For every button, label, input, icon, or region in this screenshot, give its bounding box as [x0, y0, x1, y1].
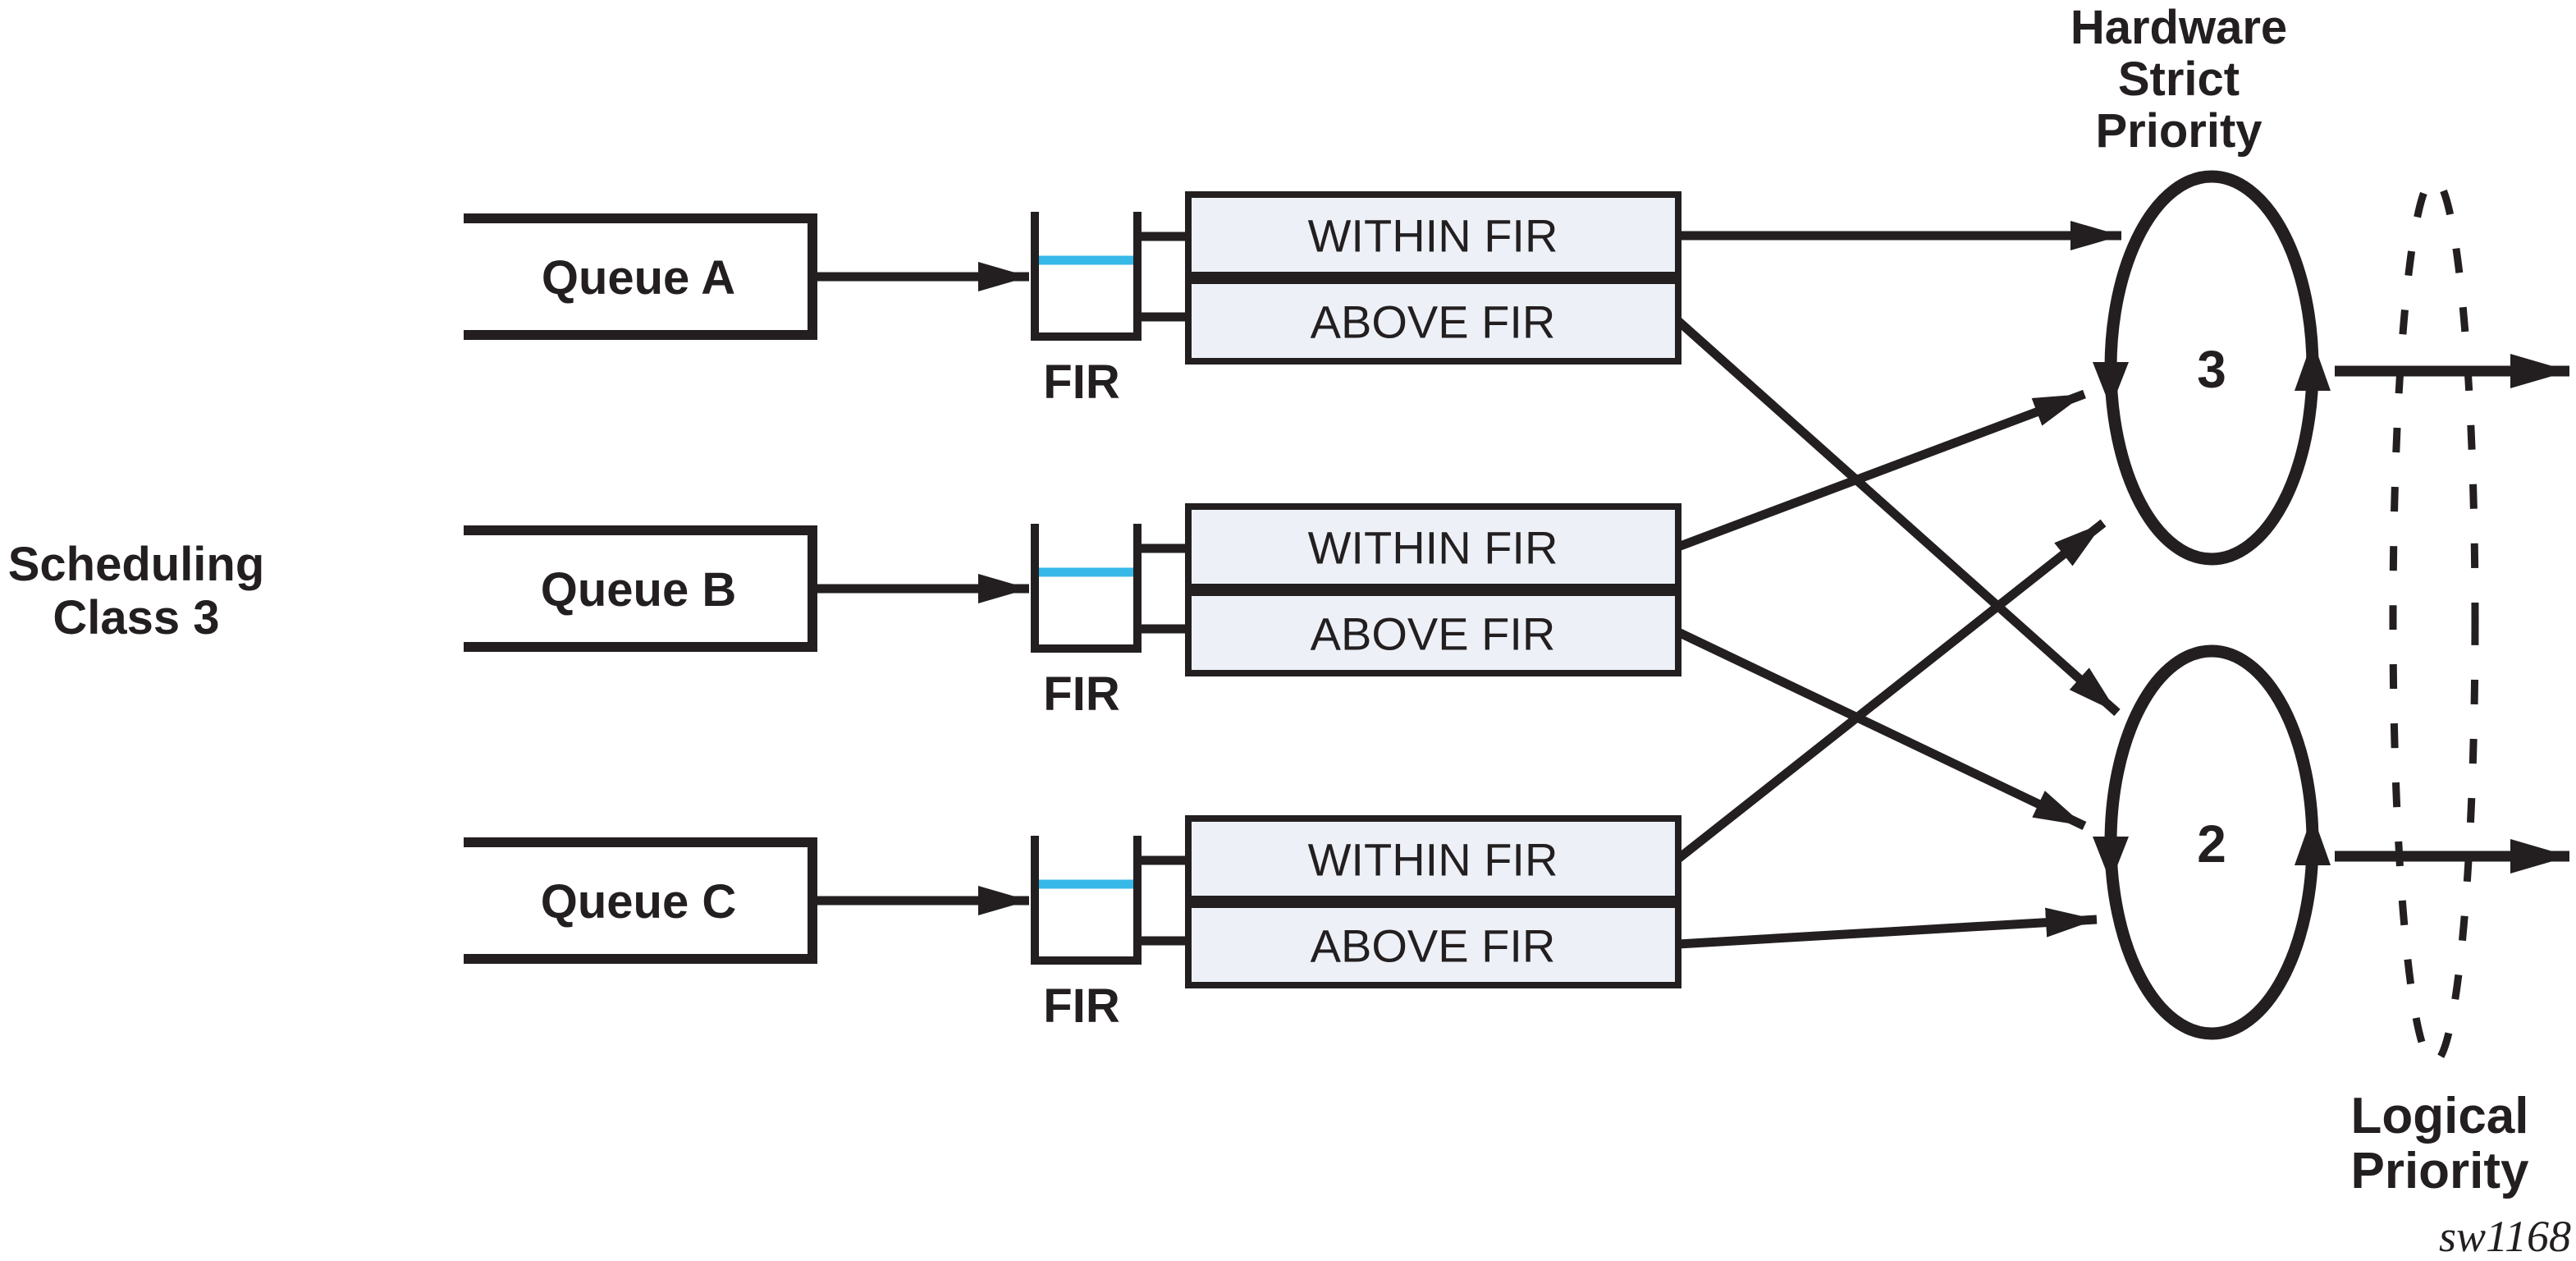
logical-priority-ellipse [2389, 175, 2479, 1066]
priority-3-rotation-arrow-up-icon [2295, 340, 2331, 391]
within-fir-box-c [1185, 815, 1681, 902]
hw-title-line2: Strict [2118, 53, 2240, 106]
priority-2-rotation-arrow-down-icon [2093, 837, 2129, 883]
logical-priority-label-line2: Priority [2350, 1143, 2529, 1199]
arrow-within-c-to-priority-3 [1675, 519, 2107, 863]
watermark: sw1168 [2439, 1212, 2571, 1261]
logical-priority-label-line1: Logical [2350, 1088, 2528, 1144]
within-fir-box-b [1185, 503, 1681, 590]
priority-2-label: 2 [2197, 814, 2226, 874]
above-fir-box-c [1185, 901, 1681, 988]
arrow-within-b-to-priority-3 [1677, 389, 2086, 552]
fir-bucket-label-c: FIR [1043, 979, 1119, 1033]
within-fir-label-a: WITHIN FIR [1308, 210, 1558, 262]
queue-c-label: Queue C [541, 875, 737, 929]
priority-3-rotation-arrow-down-icon [2093, 362, 2129, 408]
priority-node-3: 3 [2093, 170, 2331, 566]
hardware-strict-priority-title: Hardware Strict Priority [2070, 1, 2287, 158]
arrow-above-c-to-priority-2 [1677, 907, 2098, 949]
queue-a-label: Queue A [542, 251, 735, 305]
queue-c-box [464, 837, 817, 964]
arrow-above-b-to-priority-2 [1676, 628, 2087, 830]
priority-3-label: 3 [2197, 340, 2226, 399]
above-fir-label-a: ABOVE FIR [1311, 296, 1556, 348]
logical-priority-label: Logical Priority [2350, 1088, 2529, 1199]
fir-bucket-b [1031, 524, 1142, 653]
above-fir-label-c: ABOVE FIR [1311, 920, 1556, 972]
priority-node-2: 2 [2093, 644, 2331, 1040]
queue-row-a: Queue A WITHIN FIR ABOVE FIR FIR [464, 191, 1681, 409]
within-fir-label-c: WITHIN FIR [1308, 834, 1558, 886]
scheduling-class-label: Scheduling Class 3 [8, 538, 265, 644]
above-fir-box-b [1185, 589, 1681, 676]
priority-2-rotation-arrow-up-icon [2295, 814, 2331, 865]
scheduling-class-label-line1: Scheduling [8, 538, 265, 591]
above-fir-label-b: ABOVE FIR [1311, 608, 1556, 660]
within-fir-label-b: WITHIN FIR [1308, 522, 1558, 574]
queue-row-b: Queue B WITHIN FIR ABOVE FIR FIR [464, 503, 1681, 721]
queue-b-box [464, 525, 817, 652]
queue-row-c: Queue C WITHIN FIR ABOVE FIR FIR [464, 815, 1681, 1033]
fir-bucket-c [1031, 836, 1142, 965]
scheduling-class-label-line2: Class 3 [53, 591, 219, 644]
fir-bucket-label-b: FIR [1043, 667, 1119, 721]
queue-a-box [464, 213, 817, 340]
queue-b-label: Queue B [541, 563, 737, 617]
hw-title-line1: Hardware [2070, 1, 2287, 54]
arrow-above-a-to-priority-2 [1675, 317, 2121, 717]
hw-title-line3: Priority [2095, 104, 2262, 158]
fir-bucket-a [1031, 212, 1142, 341]
fir-bucket-label-a: FIR [1043, 355, 1119, 409]
